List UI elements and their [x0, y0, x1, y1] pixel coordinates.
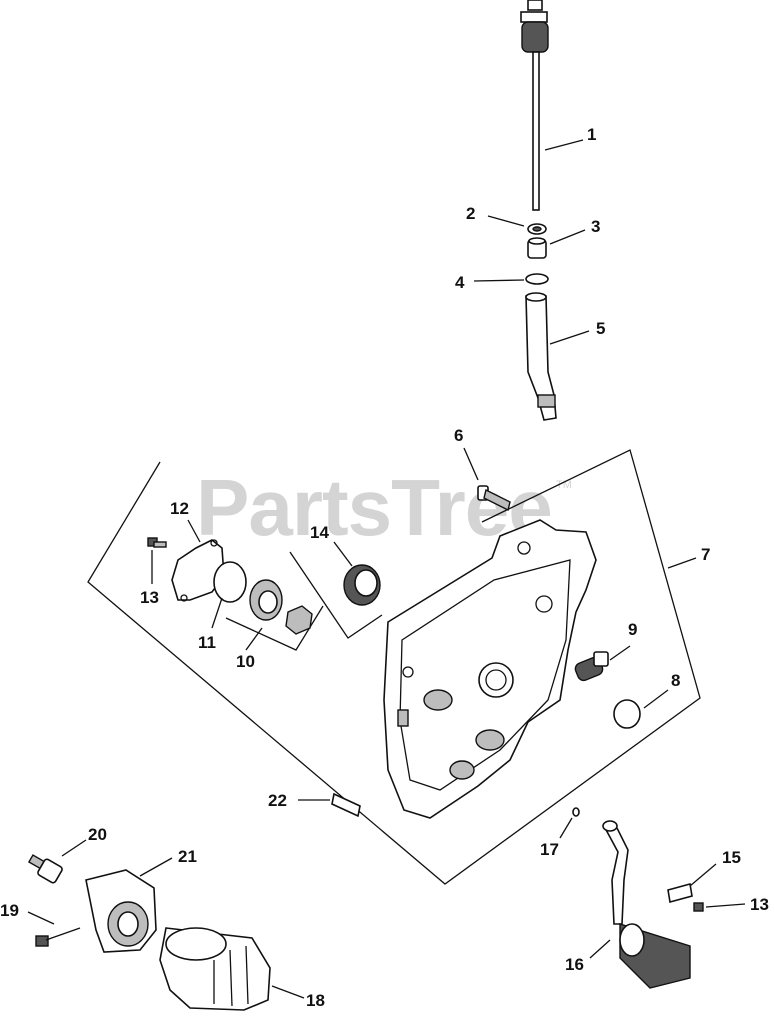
callout-8[interactable]: 8 [671, 671, 680, 690]
group-boundary-lines [87, 449, 701, 885]
callout-5[interactable]: 5 [596, 319, 605, 338]
part-pickup-tube[interactable] [602, 820, 691, 989]
part-o-ring-pump[interactable] [213, 561, 247, 603]
callout-13-upper[interactable]: 13 [140, 588, 159, 607]
callout-20[interactable]: 20 [88, 825, 107, 844]
part-adapter[interactable] [527, 237, 547, 259]
callout-22[interactable]: 22 [268, 791, 287, 810]
part-o-ring-large[interactable] [613, 699, 641, 729]
callout-11[interactable]: 11 [198, 633, 216, 652]
part-filter-adapter[interactable] [85, 869, 157, 953]
part-closure-plate[interactable] [383, 519, 597, 819]
callout-19[interactable]: 19 [0, 901, 19, 920]
part-gasket[interactable] [331, 792, 361, 818]
callout-14[interactable]: 14 [310, 523, 329, 542]
callout-13-lower[interactable]: 13 [750, 895, 769, 914]
part-oil-pump-rotors[interactable] [249, 579, 313, 635]
callout-15[interactable]: 15 [722, 848, 741, 867]
part-oil-filter[interactable] [159, 927, 271, 1011]
callout-16[interactable]: 16 [565, 955, 584, 974]
part-small-o-ring[interactable] [572, 807, 580, 817]
part-sensor[interactable] [27, 854, 63, 884]
watermark-text: PartsTree [196, 463, 552, 552]
part-o-ring[interactable] [525, 273, 549, 285]
part-plug[interactable] [574, 651, 609, 682]
callout-4[interactable]: 4 [455, 273, 465, 292]
part-dipstick[interactable] [520, 0, 549, 211]
callout-3[interactable]: 3 [591, 217, 600, 236]
callout-18[interactable]: 18 [306, 991, 325, 1010]
callout-7[interactable]: 7 [701, 545, 710, 564]
callout-21[interactable]: 21 [178, 847, 197, 866]
callout-9[interactable]: 9 [628, 620, 637, 639]
callout-2[interactable]: 2 [466, 204, 475, 223]
callout-17[interactable]: 17 [540, 840, 559, 859]
part-washer[interactable] [527, 223, 547, 235]
part-screw-lower[interactable] [693, 902, 704, 912]
part-long-bolt[interactable] [35, 927, 81, 947]
callout-10[interactable]: 10 [236, 652, 255, 671]
part-dipstick-tube[interactable] [525, 292, 557, 421]
part-bracket[interactable] [667, 882, 693, 904]
part-screw-upper[interactable] [147, 537, 167, 548]
leader-lines [27, 139, 746, 999]
callout-12[interactable]: 12 [170, 499, 189, 518]
part-bolt[interactable] [477, 485, 511, 512]
callout-1[interactable]: 1 [587, 125, 596, 144]
watermark-tm: TM [556, 479, 572, 491]
part-oil-seal[interactable] [343, 564, 381, 606]
callout-6[interactable]: 6 [454, 426, 463, 445]
callout-labels: 1 2 3 4 5 6 7 8 9 10 11 12 13 13 14 15 1… [0, 125, 769, 1010]
